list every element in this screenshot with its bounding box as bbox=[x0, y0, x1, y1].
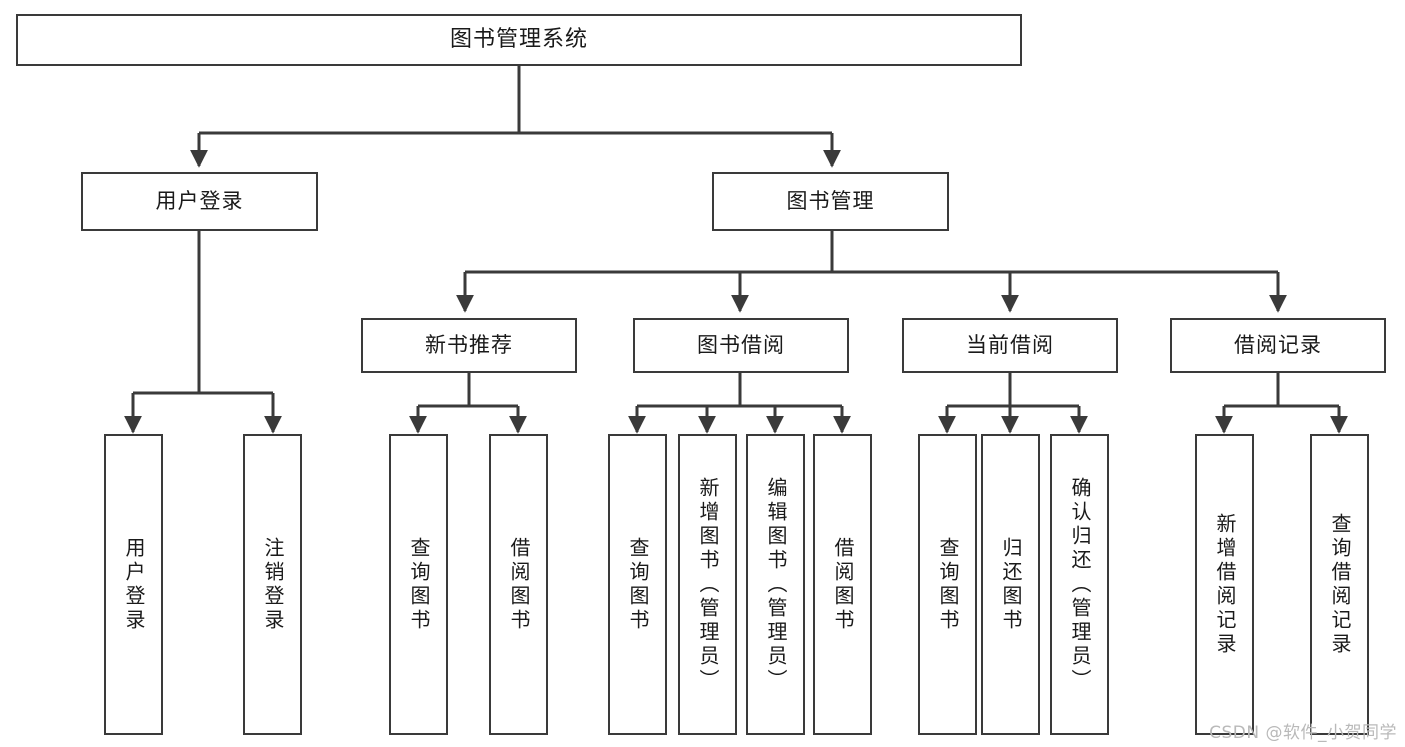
leaf-add-book-admin[interactable]: 新增图书（管理员） bbox=[678, 434, 737, 735]
node-label: 查询图书 bbox=[407, 536, 431, 633]
node-label: 当前借阅 bbox=[966, 332, 1054, 357]
node-label: 归还图书 bbox=[999, 536, 1023, 633]
node-borrowing-records[interactable]: 借阅记录 bbox=[1170, 318, 1386, 373]
node-label: 新书推荐 bbox=[425, 332, 513, 357]
leaf-edit-book-admin[interactable]: 编辑图书（管理员） bbox=[746, 434, 805, 735]
node-label: 图书管理系统 bbox=[449, 26, 588, 52]
leaf-add-borrow-record[interactable]: 新增借阅记录 bbox=[1195, 434, 1254, 735]
node-label: 新增借阅记录 bbox=[1213, 512, 1237, 657]
node-label: 新增图书（管理员） bbox=[696, 476, 720, 693]
node-book-management[interactable]: 图书管理 bbox=[712, 172, 949, 231]
node-label: 借阅图书 bbox=[507, 536, 531, 633]
node-label: 查询图书 bbox=[936, 536, 960, 633]
leaf-return-books[interactable]: 归还图书 bbox=[981, 434, 1040, 735]
node-label: 借阅记录 bbox=[1234, 332, 1322, 357]
leaf-confirm-return-admin[interactable]: 确认归还（管理员） bbox=[1050, 434, 1109, 735]
node-current-borrowing[interactable]: 当前借阅 bbox=[902, 318, 1118, 373]
leaf-query-books-borrow[interactable]: 查询图书 bbox=[608, 434, 667, 735]
node-label: 用户登录 bbox=[122, 536, 146, 633]
leaf-query-books-recommend[interactable]: 查询图书 bbox=[389, 434, 448, 735]
leaf-borrow-books[interactable]: 借阅图书 bbox=[813, 434, 872, 735]
node-user-login[interactable]: 用户登录 bbox=[81, 172, 318, 231]
node-root-book-management-system[interactable]: 图书管理系统 bbox=[16, 14, 1022, 66]
node-label: 注销登录 bbox=[261, 536, 285, 633]
leaf-query-borrow-record[interactable]: 查询借阅记录 bbox=[1310, 434, 1369, 735]
leaf-borrow-books-recommend[interactable]: 借阅图书 bbox=[489, 434, 548, 735]
csdn-watermark: CSDN @软件_小贺同学 bbox=[1209, 723, 1397, 743]
node-label: 查询图书 bbox=[626, 536, 650, 633]
node-label: 用户登录 bbox=[155, 188, 244, 213]
node-label: 图书管理 bbox=[786, 188, 875, 213]
leaf-user-login[interactable]: 用户登录 bbox=[104, 434, 163, 735]
node-book-borrowing[interactable]: 图书借阅 bbox=[633, 318, 849, 373]
node-label: 查询借阅记录 bbox=[1328, 512, 1352, 657]
leaf-query-books-current[interactable]: 查询图书 bbox=[918, 434, 977, 735]
node-label: 确认归还（管理员） bbox=[1068, 476, 1092, 693]
node-label: 图书借阅 bbox=[697, 332, 785, 357]
node-label: 借阅图书 bbox=[831, 536, 855, 633]
node-new-book-recommendation[interactable]: 新书推荐 bbox=[361, 318, 577, 373]
leaf-logout[interactable]: 注销登录 bbox=[243, 434, 302, 735]
node-label: 编辑图书（管理员） bbox=[764, 476, 788, 693]
